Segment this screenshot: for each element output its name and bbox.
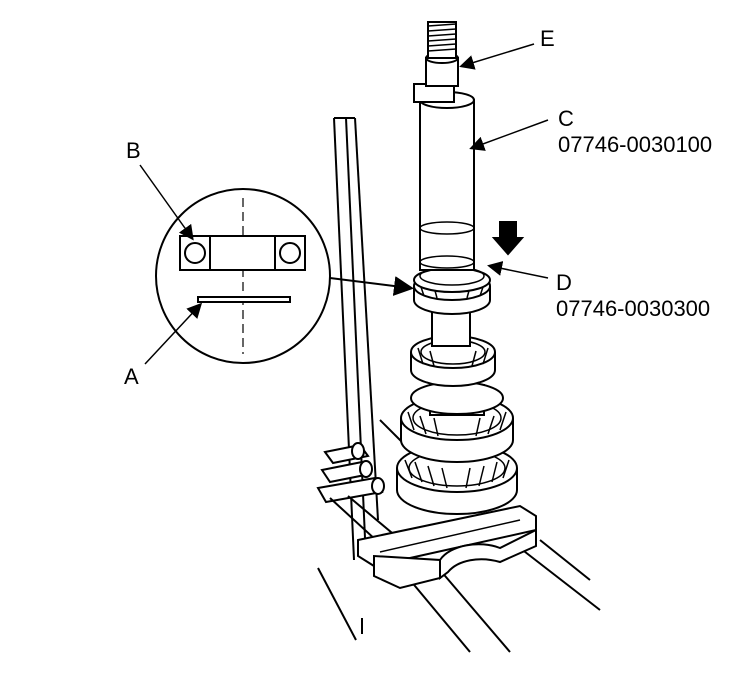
leader-lines — [139, 43, 549, 365]
callout-c-part-number: 07746-0030100 — [558, 132, 712, 157]
fixture-frame — [316, 117, 601, 653]
press-direction-arrow — [491, 221, 525, 256]
support-block — [357, 504, 537, 590]
driver-tool-c — [413, 21, 475, 271]
callout-d-label: D — [556, 270, 572, 295]
callout-c-label: C — [558, 106, 574, 131]
bearing-detail-inset — [155, 188, 331, 364]
callout-b-label: B — [126, 138, 141, 163]
callout-e-label: E — [540, 26, 555, 51]
callout-a-label: A — [124, 364, 139, 389]
inset-pointer-arrow — [329, 276, 414, 296]
countershaft-gear-stack — [396, 271, 518, 515]
bearing-d — [413, 266, 491, 293]
callout-d-part-number: 07746-0030300 — [556, 296, 710, 321]
